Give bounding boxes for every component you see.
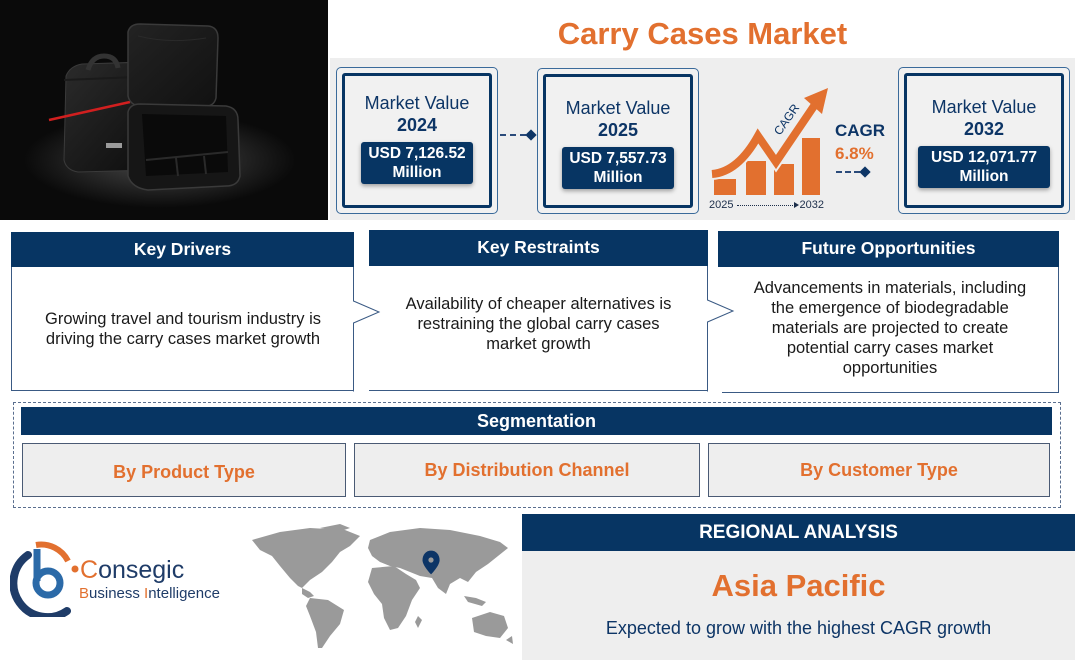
cagr-title: CAGR (835, 121, 886, 140)
tagline-b: B (79, 585, 90, 602)
logo-tagline: Business Intelligence (79, 585, 220, 603)
market-value-card-2025: Market Value 2025 USD 7,557.73 Million (537, 68, 699, 214)
value-unit: Million (593, 169, 643, 186)
segmentation-heading: Segmentation (21, 407, 1052, 435)
dashed-connector (500, 129, 537, 141)
cagr-value: 6.8% (835, 144, 874, 163)
segmentation-frame (13, 402, 1061, 508)
value-unit: Million (959, 168, 1009, 185)
market-value-label: Market Value (364, 93, 470, 113)
market-value-amount: USD 7,126.52 Million (361, 142, 473, 184)
key-drivers-text: Growing travel and tourism industry is d… (44, 309, 322, 348)
key-drivers-body: Growing travel and tourism industry is d… (11, 267, 354, 391)
diamond-icon (859, 166, 871, 178)
future-opportunities-text: Advancements in materials, including the… (753, 278, 1027, 377)
tagline-rest: ntelligence (148, 585, 220, 602)
value-amount: USD 12,071.77 (931, 149, 1037, 166)
market-value-year: 2032 (963, 119, 1005, 139)
market-value-amount: USD 12,071.77 Million (918, 146, 1050, 188)
dashed-connector (836, 166, 871, 178)
future-opportunities-body: Advancements in materials, including the… (722, 267, 1059, 393)
market-value-amount: USD 7,557.73 Million (562, 147, 674, 189)
product-image (0, 0, 328, 220)
market-value-card-2024: Market Value 2024 USD 7,126.52 Million (336, 67, 498, 214)
value-amount: USD 7,557.73 (569, 150, 667, 167)
market-value-card-2032: Market Value 2032 USD 12,071.77 Million (898, 67, 1070, 214)
logo-initial: C (80, 556, 99, 584)
market-value-year: 2024 (396, 115, 438, 135)
page-title: Carry Cases Market (557, 16, 848, 51)
segment-product-type: By Product Type (22, 443, 346, 497)
regional-analysis-panel: Asia Pacific Expected to grow with the h… (522, 551, 1075, 660)
region-name: Asia Pacific (711, 568, 886, 603)
value-amount: USD 7,126.52 (368, 145, 466, 162)
key-restraints-text: Availability of cheaper alternatives is … (405, 295, 672, 353)
future-opportunities-heading: Future Opportunities (718, 231, 1059, 267)
key-drivers-heading: Key Drivers (11, 232, 354, 267)
cagr-growth-chart-icon: CAGR (708, 84, 828, 199)
market-value-year: 2025 (597, 120, 639, 140)
segment-label: By Product Type (113, 461, 255, 482)
key-restraints-body: Availability of cheaper alternatives is … (369, 266, 708, 391)
diamond-icon (525, 129, 537, 141)
region-note: Expected to grow with the highest CAGR g… (605, 618, 992, 638)
arrow-right-icon (737, 201, 800, 208)
regional-analysis-heading: REGIONAL ANALYSIS (522, 514, 1075, 551)
segment-customer-type: By Customer Type (708, 443, 1050, 497)
segment-label: By Distribution Channel (424, 459, 630, 480)
tagline-mid: usiness (89, 585, 145, 602)
market-value-label: Market Value (565, 98, 671, 118)
end-year: 2032 (799, 199, 824, 211)
value-unit: Million (392, 164, 442, 181)
segment-distribution-channel: By Distribution Channel (354, 443, 700, 497)
tagline-i: I (144, 585, 149, 602)
key-restraints-heading: Key Restraints (369, 230, 708, 266)
chevron-connector-icon (353, 267, 381, 392)
segment-label: By Customer Type (800, 459, 958, 480)
chevron-connector-icon (707, 266, 735, 392)
start-year: 2025 (709, 199, 734, 211)
carry-case-illustration (48, 23, 241, 191)
logo-name: onsegic (98, 556, 185, 584)
cagr-year-range: 2025 2032 (709, 199, 824, 211)
world-map (250, 522, 515, 652)
location-pin-icon (422, 550, 440, 575)
consegic-logo-icon (9, 541, 80, 622)
logo-wordmark: Consegic (80, 556, 184, 584)
market-value-label: Market Value (931, 97, 1037, 117)
